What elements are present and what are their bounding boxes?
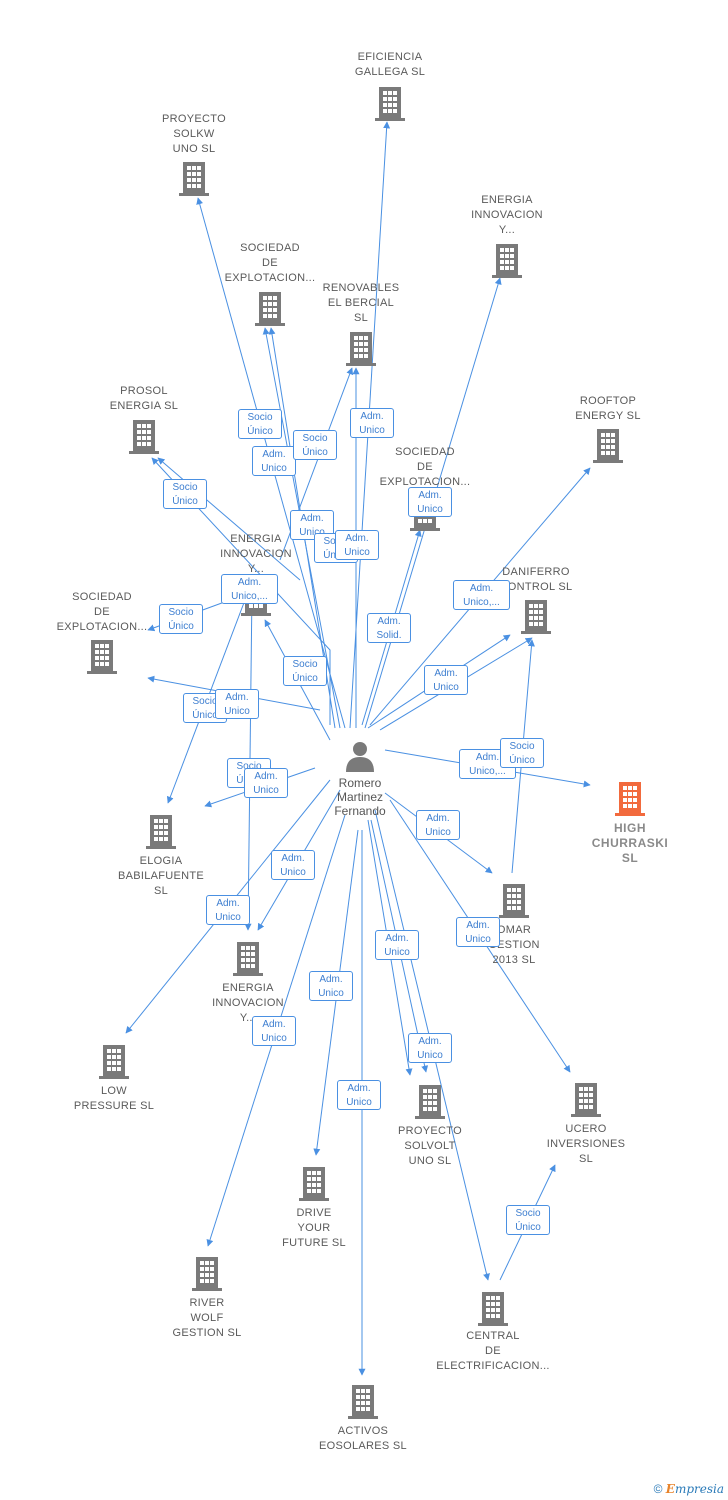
role-badge[interactable]: Adm. Unico [309,971,353,1001]
role-badge[interactable]: Adm. Unico [416,810,460,840]
role-badge[interactable]: Socio Único [159,604,203,634]
building-icon[interactable] [129,420,159,454]
role-badge[interactable]: Adm. Unico [335,530,379,560]
building-icon[interactable] [179,162,209,196]
node-label-activos[interactable]: ACTIVOS EOSOLARES SL [319,1425,407,1452]
building-icon[interactable] [348,1385,378,1419]
node-label-omar[interactable]: OMAR GESTION 2013 SL [488,924,540,966]
building-icon[interactable] [99,1045,129,1079]
node-label-proyecto-solkw[interactable]: PROYECTO SOLKW UNO SL [162,113,226,155]
role-badge[interactable]: Socio Único [163,479,207,509]
role-badge[interactable]: Adm. Unico [375,930,419,960]
role-badge[interactable]: Adm. Unico [244,768,288,798]
role-badge[interactable]: Adm. Solid. [367,613,411,643]
building-icon[interactable] [521,600,551,634]
node-label-renovables[interactable]: RENOVABLES EL BERCIAL SL [322,282,400,324]
role-badge[interactable]: Adm. Unico [206,895,250,925]
role-badge[interactable]: Socio Único [500,738,544,768]
node-label-eficiencia[interactable]: EFICIENCIA GALLEGA SL [354,51,426,78]
node-label-daniferro[interactable]: DANIFERRO CONTROL SL [499,566,573,593]
building-icon[interactable] [375,87,405,121]
role-badge[interactable]: Adm. Unico [408,1033,452,1063]
building-icon[interactable] [255,292,285,326]
building-icon[interactable] [593,429,623,463]
building-icon[interactable] [192,1257,222,1291]
footer-brand: © Empresia [654,1482,724,1496]
node-label-energia-low[interactable]: ENERGIA INNOVACION Y... [212,982,284,1024]
role-badge[interactable]: Adm. Unico [408,487,452,517]
building-icon[interactable] [299,1167,329,1201]
building-icon[interactable] [87,640,117,674]
node-label-prosol[interactable]: PROSOL ENERGIA SL [109,385,179,412]
role-badge[interactable]: Adm. Unico [271,850,315,880]
node-label-ucero[interactable]: UCERO INVERSIONES SL [546,1123,626,1165]
building-icon[interactable] [415,1085,445,1119]
node-label-rooftop[interactable]: ROOFTOP ENERGY SL [575,395,641,422]
node-label-sociedad-top[interactable]: SOCIEDAD DE EXPLOTACION... [224,242,316,284]
person-icon[interactable] [346,742,374,772]
node-label-elogia[interactable]: ELOGIA BABILAFUENTE SL [117,855,205,897]
building-icon[interactable] [499,884,529,918]
role-badge[interactable]: Socio Único [283,656,327,686]
node-label-drive[interactable]: DRIVE YOUR FUTURE SL [282,1207,346,1249]
edge-7 [157,457,301,581]
node-label-sociedad-mid[interactable]: SOCIEDAD DE EXPLOTACION... [379,446,471,488]
role-badge[interactable]: Adm. Unico [424,665,468,695]
building-icon[interactable] [615,782,645,816]
role-badge[interactable]: Socio Único [238,409,282,439]
role-badge[interactable]: Adm. Unico [350,408,394,438]
node-label-river[interactable]: RIVER WOLF GESTION SL [172,1297,242,1339]
role-badge[interactable]: Adm. Unico [456,917,500,947]
role-badge[interactable]: Adm. Unico [252,446,296,476]
edge-6 [151,457,331,725]
role-badge[interactable]: Socio Único [506,1205,550,1235]
role-badge[interactable]: Adm. Unico [215,689,259,719]
node-label-low-pressure[interactable]: LOW PRESSURE SL [73,1085,155,1112]
building-icon[interactable] [346,332,376,366]
role-badge[interactable]: Socio Único [293,430,337,460]
role-badge[interactable]: Adm. Unico [252,1016,296,1046]
node-label-energia-top[interactable]: ENERGIA INNOVACION Y... [471,194,543,236]
copyright-symbol: © [653,1482,663,1496]
node-label-central[interactable]: CENTRAL DE ELECTRIFICACION... [436,1330,550,1372]
building-icon[interactable] [233,942,263,976]
empresia-logo[interactable]: Empresia [665,1482,724,1496]
node-label-proyecto-solvolt[interactable]: PROYECTO SOLVOLT UNO SL [398,1125,462,1167]
role-badge[interactable]: Adm. Unico,... [453,580,510,610]
node-label-sociedad-left[interactable]: SOCIEDAD DE EXPLOTACION... [56,591,148,633]
node-label-energia-mid[interactable]: ENERGIA INNOVACION Y... [220,533,292,575]
building-icon[interactable] [571,1083,601,1117]
building-icon[interactable] [492,244,522,278]
role-badge[interactable]: Adm. Unico,... [221,574,278,604]
building-icon[interactable] [478,1292,508,1326]
role-badge[interactable]: Adm. Unico [337,1080,381,1110]
person-label[interactable]: Romero Martinez Fernando [334,776,386,818]
building-icon[interactable] [146,815,176,849]
node-label-high[interactable]: HIGH CHURRASKI SL [591,821,669,865]
